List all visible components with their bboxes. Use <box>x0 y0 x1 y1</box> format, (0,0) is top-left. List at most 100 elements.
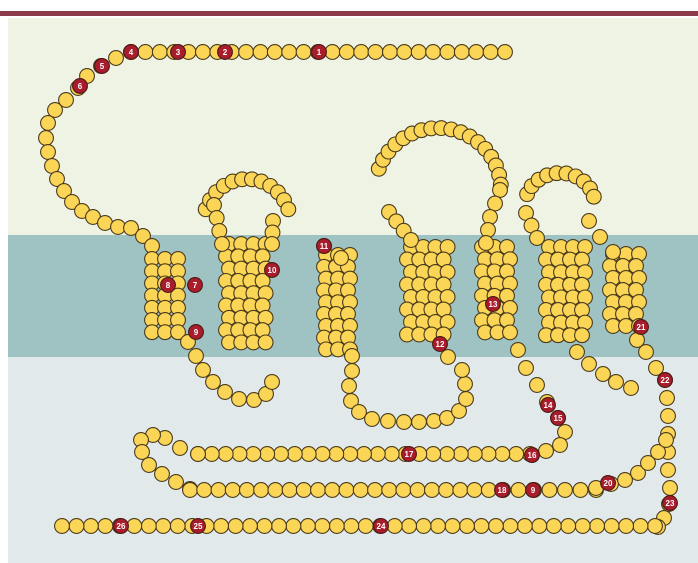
residue <box>315 447 330 462</box>
mutation-marker: 26 <box>114 519 129 534</box>
residue <box>397 45 412 60</box>
residue <box>590 519 605 534</box>
residue <box>397 415 412 430</box>
residue <box>41 145 56 160</box>
residue <box>498 45 513 60</box>
mutation-label: 26 <box>117 522 126 531</box>
residue <box>459 392 474 407</box>
residue <box>530 231 545 246</box>
residue <box>41 116 56 131</box>
residue <box>296 45 311 60</box>
residue <box>481 483 496 498</box>
residue <box>483 45 498 60</box>
mutation-marker: 13 <box>486 297 501 312</box>
residue <box>519 361 534 376</box>
mutation-marker: 16 <box>525 448 540 463</box>
residue <box>127 519 142 534</box>
mutation-label: 10 <box>268 266 277 275</box>
residue <box>155 467 170 482</box>
residue <box>315 519 330 534</box>
mutation-marker: 15 <box>551 411 566 426</box>
residue <box>329 519 344 534</box>
residue <box>358 519 373 534</box>
residue <box>440 45 455 60</box>
mutation-label: 13 <box>489 300 498 309</box>
mutation-marker: 10 <box>265 263 280 278</box>
mutation-marker: 6 <box>73 79 88 94</box>
residue <box>301 447 316 462</box>
residue <box>619 519 634 534</box>
residue <box>272 519 287 534</box>
mutation-marker: 7 <box>188 278 203 293</box>
mutation-marker: 24 <box>374 519 389 534</box>
residue <box>648 519 663 534</box>
residue <box>606 245 621 260</box>
residue <box>426 447 441 462</box>
residue <box>532 519 547 534</box>
residue <box>454 45 469 60</box>
residue <box>301 519 316 534</box>
residue <box>209 211 224 226</box>
residue <box>204 447 219 462</box>
mutation-marker: 11 <box>317 239 332 254</box>
residue <box>206 375 221 390</box>
residue <box>339 483 354 498</box>
residue <box>596 367 611 382</box>
residue <box>218 385 233 400</box>
residue <box>469 45 484 60</box>
residue <box>345 349 360 364</box>
residue <box>604 519 619 534</box>
residue <box>488 196 503 211</box>
residue <box>268 483 283 498</box>
residue <box>368 483 383 498</box>
residue <box>138 45 153 60</box>
residue <box>142 458 157 473</box>
residue <box>582 357 597 372</box>
residue <box>439 483 454 498</box>
mutation-label: 23 <box>666 499 675 508</box>
residue <box>511 483 526 498</box>
residue <box>425 483 440 498</box>
residue <box>329 447 344 462</box>
residue <box>661 463 676 478</box>
residue <box>344 519 359 534</box>
mutation-marker: 1 <box>312 45 327 60</box>
residue <box>539 444 554 459</box>
residue <box>474 519 489 534</box>
residue <box>483 210 498 225</box>
residue <box>39 131 54 146</box>
residue <box>633 519 648 534</box>
residue <box>212 224 227 239</box>
residue <box>325 483 340 498</box>
residue <box>609 375 624 390</box>
residue <box>489 519 504 534</box>
mutation-label: 6 <box>78 82 83 91</box>
mutation-label: 20 <box>604 479 613 488</box>
residue <box>253 45 268 60</box>
residue <box>404 233 419 248</box>
residue <box>445 519 460 534</box>
residue <box>659 433 674 448</box>
residue <box>368 45 383 60</box>
residue <box>135 445 150 460</box>
residue <box>352 405 367 420</box>
mutation-marker: 4 <box>124 45 139 60</box>
mutation-label: 11 <box>320 242 329 251</box>
residue <box>228 519 243 534</box>
residue <box>387 519 402 534</box>
residue <box>412 415 427 430</box>
residue <box>170 519 185 534</box>
residue <box>517 519 532 534</box>
residue <box>370 447 385 462</box>
residue <box>467 447 482 462</box>
mutation-label: 21 <box>637 323 646 332</box>
residue <box>575 328 590 343</box>
residue <box>345 364 360 379</box>
residue <box>511 343 526 358</box>
mutation-marker: 9 <box>526 483 541 498</box>
residue <box>225 483 240 498</box>
mutation-label: 25 <box>194 522 203 531</box>
residue <box>558 483 573 498</box>
mutation-marker: 22 <box>658 373 673 388</box>
